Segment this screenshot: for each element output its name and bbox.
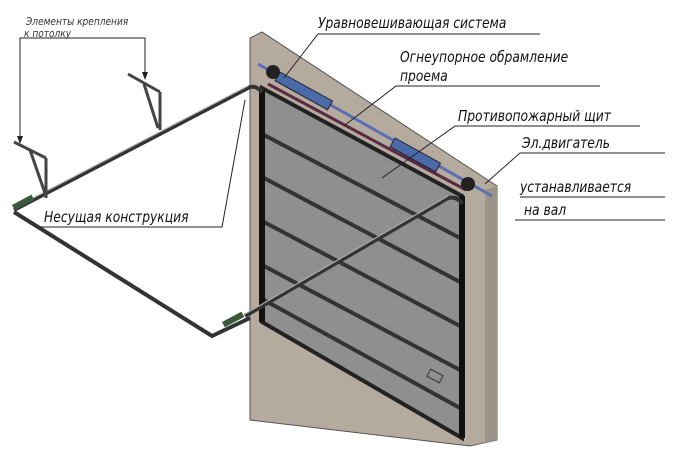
fire-seal [267,82,467,192]
load-structure-rails-highlight [13,85,449,315]
arrow-right [142,72,148,80]
ceiling-bracket-left [13,140,48,198]
wall-side [470,186,497,446]
label-motor-2: устанавливается [520,178,632,196]
handle [426,368,444,384]
label-ceiling-mounts-1: Элементы крепления [26,15,129,28]
label-motor-1: Эл.двигатель [522,134,610,152]
arrow-left [17,136,23,144]
label-motor-3: на вал [524,201,567,219]
drum-right [461,177,475,191]
track-end-left [11,194,35,211]
label-fire-shield: Противопожарный щит [458,107,611,125]
spring-right [389,137,442,173]
label-fireproof-frame-2: проема [400,67,448,85]
ceiling-bracket-right [127,72,162,130]
drum-left [266,65,280,79]
label-ceiling-mounts-2: к потолку [24,27,72,40]
load-structure-rails [12,84,464,339]
side-track [259,90,465,438]
label-balancing-system: Уравновешивающая система [318,14,507,32]
label-load-structure: Несущая конструкция [44,208,189,226]
track-end-bottom [222,311,245,328]
leader-lines [19,33,665,228]
label-fireproof-frame-1: Огнеупорное обрамление [400,48,569,66]
